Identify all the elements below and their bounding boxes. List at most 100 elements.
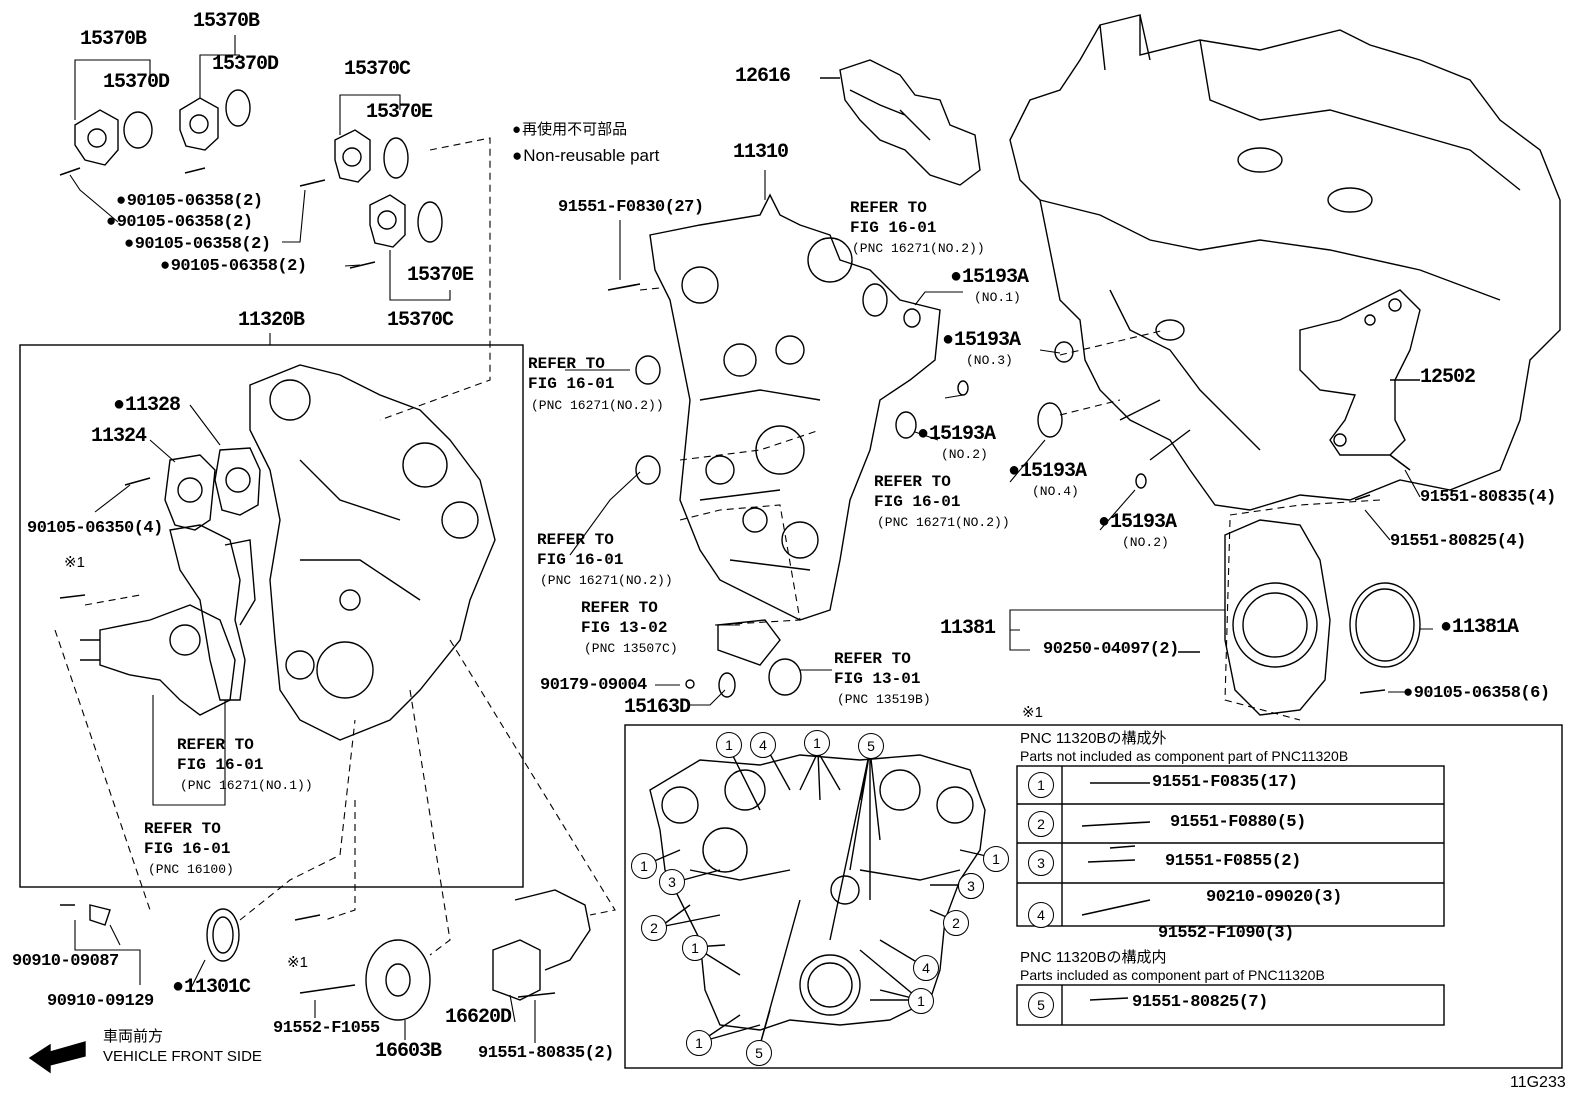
figure-code: 11G233: [1510, 1074, 1566, 1091]
inset-callout: 2: [641, 915, 667, 941]
assembly-box-11320B: [19, 344, 524, 888]
part-15370B-a[interactable]: 15370B: [80, 28, 147, 51]
ref-1-line-c: (PNC 16271(NO.2)): [852, 241, 985, 256]
inset-callout-5-bottom: 5: [746, 1040, 772, 1066]
table-row-part-3[interactable]: 91551-F0855(2): [1165, 852, 1301, 871]
inset-callout: 3: [659, 869, 685, 895]
part-15370B-b[interactable]: 15370B: [193, 10, 260, 33]
inset-callout: 5: [858, 733, 884, 759]
bolt-90105-06358-2[interactable]: 90105-06358(2): [106, 214, 253, 231]
part-15370E-a[interactable]: 15370E: [366, 101, 433, 124]
part-12616[interactable]: 12616: [735, 65, 791, 88]
part-12502[interactable]: 12502: [1420, 366, 1476, 389]
table-row-part-2[interactable]: 91551-F0880(5): [1170, 813, 1306, 832]
inset-table-grid: [1016, 765, 1445, 1026]
part-15193A-no2-b[interactable]: 15193A: [1098, 513, 1177, 533]
ref-3-line-c: (PNC 16271(NO.2)): [540, 573, 673, 588]
table-row-part-4b[interactable]: 91552-F1090(3): [1158, 924, 1294, 943]
part-15193A-no2-b-note: (NO.2): [1122, 535, 1169, 550]
part-15193A-no2[interactable]: 15193A: [917, 425, 996, 445]
part-15370E-b[interactable]: 15370E: [407, 264, 474, 287]
table-row-part-4a[interactable]: 90210-09020(3): [1206, 888, 1342, 907]
bolt-91551-F0830[interactable]: 91551-F0830(27): [558, 198, 704, 217]
ref-1-line-b: FIG 16-01: [850, 219, 937, 237]
inset-box: [624, 724, 1563, 1069]
part-11328[interactable]: 11328: [113, 396, 181, 416]
part-15193A-no3[interactable]: 15193A: [942, 331, 1021, 351]
inset-not-included-en: Parts not included as component part of …: [1020, 748, 1349, 764]
part-11324[interactable]: 11324: [91, 425, 147, 448]
table-row-part-5[interactable]: 91551-80825(7): [1132, 993, 1268, 1012]
ref-6-line-b: FIG 13-01: [834, 670, 921, 688]
ref-3-line-b: FIG 16-01: [537, 551, 624, 569]
ref-7-line-a: REFER TO: [177, 736, 254, 754]
bracket-12502-shape: [1299, 289, 1421, 456]
part-15193A-no1-note: (NO.1): [974, 290, 1021, 305]
part-11381[interactable]: 11381: [940, 617, 996, 640]
part-11381A[interactable]: 11381A: [1440, 618, 1519, 638]
inset-callout: 2: [943, 910, 969, 936]
bolt-91551-80835-4[interactable]: 91551-80835(4): [1420, 488, 1556, 507]
part-15370C-b[interactable]: 15370C: [387, 309, 454, 332]
part-15370C-a[interactable]: 15370C: [344, 58, 411, 81]
ref-5-line-c: (PNC 13507C): [584, 641, 678, 656]
part-11320B[interactable]: 11320B: [238, 309, 305, 332]
table-row-num-2: 2: [1028, 811, 1054, 837]
bolt-90179-09004[interactable]: 90179-09004: [540, 676, 647, 695]
ref-4-line-b: FIG 16-01: [874, 493, 961, 511]
part-16620D[interactable]: 16620D: [445, 1006, 512, 1029]
part-15163D[interactable]: 15163D: [624, 696, 691, 719]
ref-6-line-c: (PNC 13519B): [837, 692, 931, 707]
bracket-12616-shape: [820, 59, 981, 186]
table-row-num-1: 1: [1028, 772, 1054, 798]
water-pump-shape: [80, 524, 256, 716]
inset-callout: 4: [750, 732, 776, 758]
mark-1-a: ※1: [64, 554, 85, 571]
part-15193A-no4-note: (NO.4): [1032, 484, 1079, 499]
bolt-shapes: [59, 167, 1411, 1001]
legend-non-reusable-jp: 再使用不可部品: [512, 122, 627, 137]
part-15193A-no1[interactable]: 15193A: [950, 268, 1029, 288]
part-15193A-no4[interactable]: 15193A: [1008, 462, 1087, 482]
part-15193A-no2-note: (NO.2): [941, 447, 988, 462]
ref-2-line-c: (PNC 16271(NO.2)): [531, 398, 664, 413]
ref-4-line-a: REFER TO: [874, 473, 951, 491]
part-11310[interactable]: 11310: [733, 141, 789, 164]
part-90910-09087[interactable]: 90910-09087: [12, 952, 119, 971]
inset-not-included-jp: PNC 11320Bの構成外: [1020, 730, 1167, 747]
o-ring-shapes: [60, 283, 1200, 1021]
ref-3-line-a: REFER TO: [537, 531, 614, 549]
gasket-11328-shape: [214, 447, 261, 516]
bolt-90105-06358-3[interactable]: 90105-06358(2): [124, 236, 271, 253]
front-side-en: VEHICLE FRONT SIDE: [103, 1048, 262, 1065]
inset-included-en: Parts included as component part of PNC1…: [1020, 967, 1325, 983]
bolt-91552-F1055[interactable]: 91552-F1055: [273, 1019, 380, 1038]
inset-callout: 1: [804, 730, 830, 756]
bolt-90105-06358-4[interactable]: 90105-06358(2): [160, 258, 307, 275]
part-15193A-no3-note: (NO.3): [966, 353, 1013, 368]
front-side-jp: 車両前方: [103, 1028, 164, 1045]
inset-callout: 1: [682, 935, 708, 961]
legend-non-reusable-en: Non-reusable part: [512, 147, 659, 164]
inset-callout: 4: [913, 955, 939, 981]
part-15370D-b[interactable]: 15370D: [212, 53, 279, 76]
ref-5-line-a: REFER TO: [581, 599, 658, 617]
bolt-90105-06358-1[interactable]: 90105-06358(2): [116, 193, 263, 210]
table-row-part-1[interactable]: 91551-F0835(17): [1152, 773, 1298, 792]
part-90910-09129[interactable]: 90910-09129: [47, 992, 154, 1011]
table-row-num-3: 3: [1028, 850, 1054, 876]
part-16603B[interactable]: 16603B: [375, 1040, 442, 1063]
bolt-91551-80825-4[interactable]: 91551-80825(4): [1390, 532, 1526, 551]
inset-callout: 1: [983, 846, 1009, 872]
inset-callout: 1: [716, 732, 742, 758]
ref-7-line-c: (PNC 16271(NO.1)): [180, 778, 313, 793]
part-11301C[interactable]: 11301C: [172, 978, 251, 998]
ref-8-line-c: (PNC 16100): [148, 862, 234, 877]
ref-5-line-b: FIG 13-02: [581, 619, 668, 637]
bolt-90250-04097[interactable]: 90250-04097(2): [1043, 640, 1179, 659]
table-row-num-5: 5: [1028, 992, 1054, 1018]
bolt-90105-06350[interactable]: 90105-06350(4): [27, 519, 163, 538]
bolt-91551-80835-2[interactable]: 91551-80835(2): [478, 1044, 614, 1063]
bolt-90105-06358-6[interactable]: 90105-06358(6): [1403, 685, 1550, 702]
part-15370D-a[interactable]: 15370D: [103, 71, 170, 94]
